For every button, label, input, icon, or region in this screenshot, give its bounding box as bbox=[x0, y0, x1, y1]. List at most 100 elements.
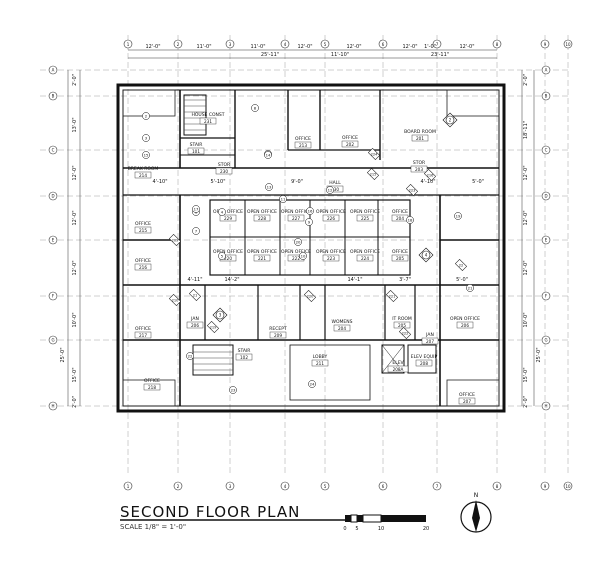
grid-label: E bbox=[52, 238, 55, 243]
wall-type-number: 210 bbox=[172, 298, 180, 302]
wall-type-tag bbox=[303, 289, 317, 303]
grid-bubble bbox=[541, 335, 551, 345]
wall-type-tag bbox=[366, 167, 380, 181]
grid-bubble bbox=[563, 481, 573, 491]
room-name: OPEN OFFICE bbox=[281, 209, 311, 215]
keynote-bubble bbox=[142, 112, 150, 120]
dimension-text: 15'-0" bbox=[523, 367, 529, 382]
room-number: 218 bbox=[148, 385, 156, 390]
room-number: 217 bbox=[139, 333, 147, 338]
keynote-number: 16 bbox=[308, 209, 313, 214]
room-name: WOMENS bbox=[332, 319, 353, 325]
dimension-text: 23'-11" bbox=[431, 52, 449, 58]
keynote-bubble bbox=[264, 151, 272, 159]
room-number: 206 bbox=[461, 323, 469, 328]
room-number: 202 bbox=[346, 142, 354, 147]
room-name: OPEN OFFICE bbox=[350, 249, 380, 255]
dimension-text: 2'-0" bbox=[72, 74, 78, 86]
room-number: 204 bbox=[338, 326, 346, 331]
wall-type-tag bbox=[423, 168, 437, 182]
room-number-box bbox=[322, 214, 340, 222]
room-name: STOR bbox=[413, 160, 425, 166]
keynote-number: 11 bbox=[281, 197, 286, 202]
grid-bubble bbox=[225, 481, 235, 491]
elevation-marker-circle bbox=[445, 115, 455, 125]
keynote-number: 2 bbox=[145, 114, 148, 119]
room-name: OPEN OFFICE bbox=[281, 249, 311, 255]
keynote-number: 19 bbox=[456, 214, 461, 219]
dimension-text: 2'-0" bbox=[72, 396, 78, 408]
room-name: OPEN OFFICE bbox=[213, 249, 243, 255]
room-name: OFFICE bbox=[135, 326, 151, 332]
keynote-number: 9 bbox=[308, 220, 311, 225]
scale-bar-label: 5 bbox=[355, 526, 358, 532]
grid-bubble bbox=[320, 481, 330, 491]
room-number-box bbox=[134, 331, 152, 339]
room-number: 215 bbox=[139, 228, 147, 233]
room-number-box bbox=[235, 353, 253, 361]
wall-type-tag bbox=[188, 288, 202, 302]
grid-label: H bbox=[51, 404, 54, 409]
dimension-strings: 12'-0"11'-0"11'-0"12'-0"12'-0"12'-0"1'-0… bbox=[60, 44, 542, 408]
dimension-text: 12'-0" bbox=[459, 44, 474, 50]
keynote-tags: 1234567891011121314151617181920212223242… bbox=[142, 104, 474, 394]
room-number: 229 bbox=[224, 216, 232, 221]
room-number-box bbox=[186, 321, 204, 329]
dimension-text: 14'-1" bbox=[347, 277, 362, 283]
dimension-text: 5'-10" bbox=[210, 179, 225, 185]
keynote-number: 7 bbox=[195, 229, 198, 234]
room-name: OPEN OFFICE bbox=[247, 249, 277, 255]
dimension-text: 11'-10" bbox=[331, 52, 349, 58]
keynote-number: 13 bbox=[267, 185, 272, 190]
room-name: HOUSE CONST bbox=[191, 112, 224, 118]
grid-bubble bbox=[173, 481, 183, 491]
dimension-text: 2'-0" bbox=[523, 74, 529, 86]
grid-bubble bbox=[378, 39, 388, 49]
keynote-bubble bbox=[265, 183, 273, 191]
grid-label: D bbox=[544, 194, 547, 199]
room-number: 224 bbox=[361, 256, 369, 261]
grid-label: B bbox=[52, 94, 55, 99]
keynote-bubble bbox=[192, 205, 200, 213]
room-number: 211 bbox=[316, 361, 324, 366]
grid-bubble bbox=[541, 401, 551, 411]
wall-type-number: 209 bbox=[172, 238, 180, 242]
grid-label: A bbox=[52, 68, 55, 73]
room-name: OFFICE bbox=[144, 378, 160, 384]
room-number: 205 bbox=[396, 256, 404, 261]
wall-type-number: 21 bbox=[193, 293, 198, 297]
grid-bubble bbox=[280, 39, 290, 49]
keynote-bubble bbox=[229, 386, 237, 394]
wall-type-tag bbox=[168, 293, 182, 307]
room-number-box bbox=[341, 140, 359, 148]
grid-label: 8 bbox=[496, 42, 499, 47]
keynote-number: 3 bbox=[145, 136, 148, 141]
grid-label: 5 bbox=[324, 484, 327, 489]
room-name: OPEN OFFICE bbox=[450, 316, 480, 322]
keynote-number: 18 bbox=[408, 218, 413, 223]
grid-bubble bbox=[320, 39, 330, 49]
room-name: OPEN OFFICE bbox=[350, 209, 380, 215]
keynote-bubble bbox=[251, 104, 259, 112]
room-number: 102 bbox=[240, 355, 248, 360]
room-number-box bbox=[322, 254, 340, 262]
wall-type-number: 223 bbox=[409, 188, 416, 192]
scale-bar-label: 20 bbox=[423, 526, 429, 532]
room-name: HALL bbox=[329, 180, 341, 186]
room-number: 214 bbox=[139, 173, 147, 178]
grid-bubble bbox=[541, 145, 551, 155]
dimension-text: 25'-0" bbox=[536, 347, 542, 362]
room-name: JAN bbox=[425, 332, 434, 338]
dimension-text: 4'-11" bbox=[187, 277, 202, 283]
dimension-text: 12'-0" bbox=[72, 165, 78, 180]
room-number-box bbox=[253, 214, 271, 222]
dimension-text: 12'-0" bbox=[297, 44, 312, 50]
room-number-box bbox=[393, 321, 411, 329]
dimension-text: 13'-0" bbox=[72, 117, 78, 132]
grid-bubble bbox=[173, 39, 183, 49]
room-number: 204 bbox=[396, 216, 404, 221]
grid-label: 3 bbox=[229, 42, 232, 47]
elevator-shaft bbox=[381, 344, 405, 374]
